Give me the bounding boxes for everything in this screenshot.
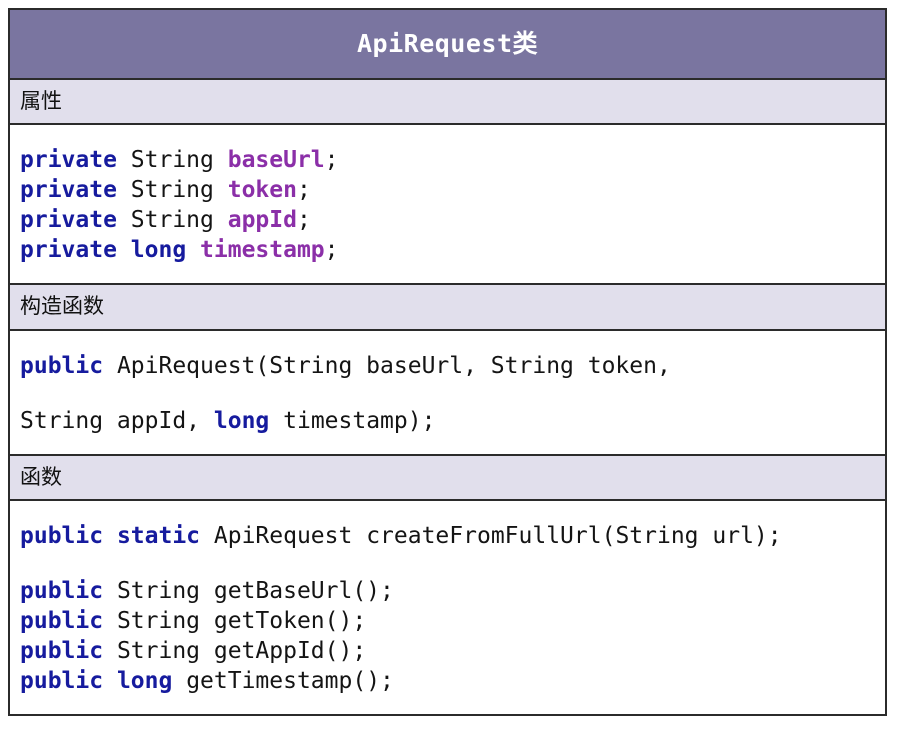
code-token-plain: String getAppId(); [116,637,367,664]
code-line: public String getToken(); [20,606,885,636]
code-token-kw: private [20,237,131,264]
compartment-header: 属性 [10,80,885,126]
code-token-plain: ApiRequest(String baseUrl, String token, [116,352,671,379]
code-token-kw: public [20,577,117,604]
code-line: String appId, long timestamp); [20,406,885,436]
code-line: public static ApiRequest createFromFullU… [20,521,885,551]
code-line: public ApiRequest(String baseUrl, String… [20,351,885,381]
code-token-kw: private [20,207,131,234]
code-token-kw: static [116,522,214,549]
code-line: private String baseUrl; [20,145,885,175]
compartment-header: 构造函数 [10,285,885,331]
code-line: private String appId; [20,205,885,235]
code-token-kw: public [20,352,117,379]
code-token-kw: private [20,147,131,174]
code-token-kw: long [130,237,201,264]
code-token-plain: String [130,177,228,204]
code-token-kw: long [116,667,187,694]
code-token-kw: private [20,177,131,204]
code-token-plain: String getToken(); [116,607,367,634]
code-token-plain: timestamp); [283,407,436,434]
compartment-body: public ApiRequest(String baseUrl, String… [10,330,885,456]
code-token-kw: public [20,667,117,694]
code-token-plain: ; [324,237,339,264]
code-token-kw: public [20,522,117,549]
code-token-plain: ; [324,147,339,174]
code-token-ident: baseUrl [227,147,325,174]
code-token-kw: public [20,637,117,664]
code-token-ident: token [227,177,297,204]
code-token-plain: getTimestamp(); [186,667,394,694]
code-token-kw: public [20,607,117,634]
code-token-plain: String [130,207,228,234]
code-token-plain: ApiRequest createFromFullUrl(String url)… [213,522,782,549]
code-token-plain: ; [296,207,311,234]
code-token-plain: String getBaseUrl(); [116,577,394,604]
code-token-plain: ; [296,177,311,204]
code-line: public String getBaseUrl(); [20,576,885,606]
code-token-plain: String appId, [20,407,214,434]
code-line: public long getTimestamp(); [20,666,885,696]
compartment-body: public static ApiRequest createFromFullU… [10,500,885,714]
code-token-kw: long [213,407,284,434]
code-line: private String token; [20,175,885,205]
code-token-plain: String [130,147,228,174]
code-line: public String getAppId(); [20,636,885,666]
code-token-ident: appId [227,207,297,234]
code-line: private long timestamp; [20,235,885,265]
compartment-body: private String baseUrl;private String to… [10,125,885,286]
class-title: ApiRequest类 [10,10,885,80]
code-token-ident: timestamp [200,237,325,264]
compartment-header: 函数 [10,455,885,501]
